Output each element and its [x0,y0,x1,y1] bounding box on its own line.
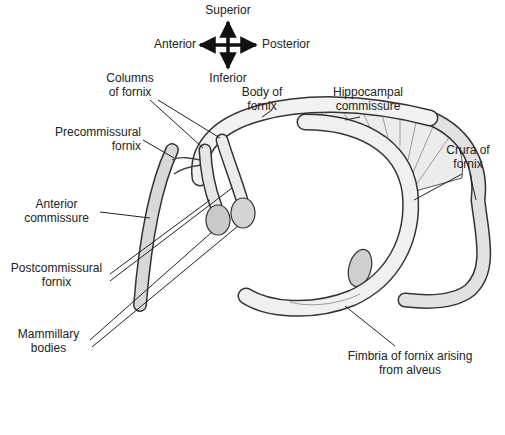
inner-crus-fimbria [246,122,411,308]
mammillary-body [206,205,230,235]
part-label: Inferior [193,72,263,86]
orientation-compass [200,22,256,68]
leader-lines [90,100,476,347]
part-label: Posterior [262,38,332,52]
part-label: Fimbria of fornix arising from alveus [335,350,485,378]
part-label: Columns of fornix [100,72,160,100]
part-label: Crura of fornix [440,144,496,172]
part-label: Postcommissural fornix [4,262,109,290]
part-label: Hippocampal commissure [318,86,418,114]
part-label: Precommissural fornix [36,126,141,154]
part-label: Mammillary bodies [6,328,91,356]
mammillary-body [231,198,255,228]
part-label: Anterior [136,38,196,52]
part-label: Body of fornix [232,86,292,114]
precommissural-strands [172,158,202,174]
fornix-columns [205,140,242,206]
part-label: Anterior commissure [14,198,99,226]
part-label: Superior [193,4,263,18]
